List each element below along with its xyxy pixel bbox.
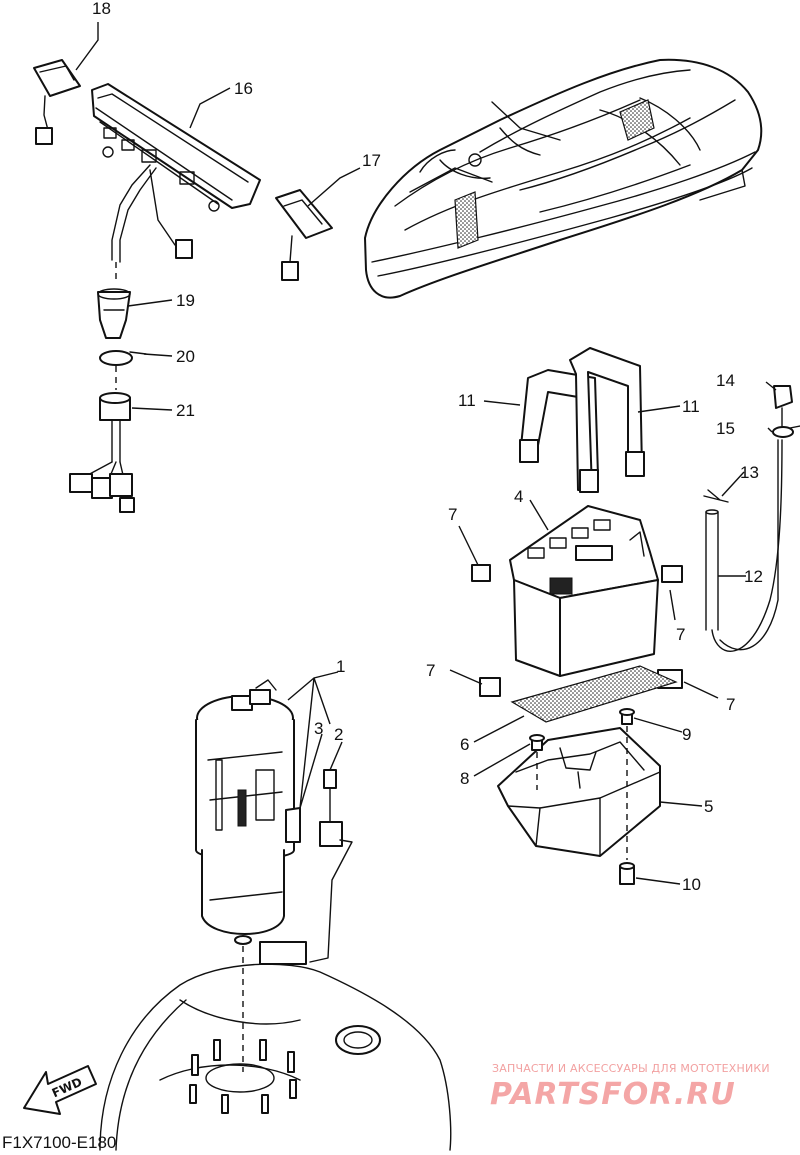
- callout-2: 2: [334, 725, 343, 744]
- callout-8: 8: [460, 769, 469, 788]
- watercraft-illustration: [364, 58, 763, 299]
- watermark-tagline: ЗАПЧАСТИ И АКСЕССУАРЫ ДЛЯ МОТОТЕХНИКИ: [492, 1062, 770, 1075]
- watermark-brand: PARTSFOR.RU: [490, 1077, 736, 1112]
- callout-21: 21: [176, 401, 195, 420]
- callout-7-lower-right: 7: [726, 695, 735, 714]
- callout-1: 1: [336, 657, 345, 676]
- callout-5: 5: [704, 797, 713, 816]
- callout-7-upper-left: 7: [448, 505, 457, 524]
- fuel-pump-illustration: [99, 679, 452, 1151]
- callout-labels: 18 16 17 19 20 21 11 11 14 15 13 4 7 12 …: [92, 0, 763, 894]
- callout-10: 10: [682, 875, 701, 894]
- callout-20: 20: [176, 347, 195, 366]
- callout-11-left: 11: [458, 391, 476, 410]
- callout-11-right: 11: [682, 397, 700, 416]
- battery-assembly-illustration: [471, 347, 800, 885]
- callout-18: 18: [92, 0, 111, 18]
- callout-19: 19: [176, 291, 195, 310]
- leader-lines: [75, 22, 777, 885]
- callout-4: 4: [514, 487, 523, 506]
- watermark: ЗАПЧАСТИ И АКСЕССУАРЫ ДЛЯ МОТОТЕХНИКИ PA…: [490, 1062, 770, 1112]
- callout-12: 12: [744, 567, 763, 586]
- forward-direction-arrow: FWD: [23, 1065, 97, 1115]
- callout-7-lower-left: 7: [426, 661, 435, 680]
- callout-9: 9: [682, 725, 691, 744]
- callout-14: 14: [716, 371, 735, 390]
- callout-16: 16: [234, 79, 253, 98]
- meter-assembly-illustration: [33, 59, 333, 513]
- callout-15: 15: [716, 419, 735, 438]
- callout-17: 17: [362, 151, 381, 170]
- callout-6: 6: [460, 735, 469, 754]
- callout-3: 3: [314, 719, 323, 738]
- diagram-code: F1X7100-E180: [2, 1133, 116, 1152]
- callout-7-upper-right: 7: [676, 625, 685, 644]
- callout-13: 13: [740, 463, 759, 482]
